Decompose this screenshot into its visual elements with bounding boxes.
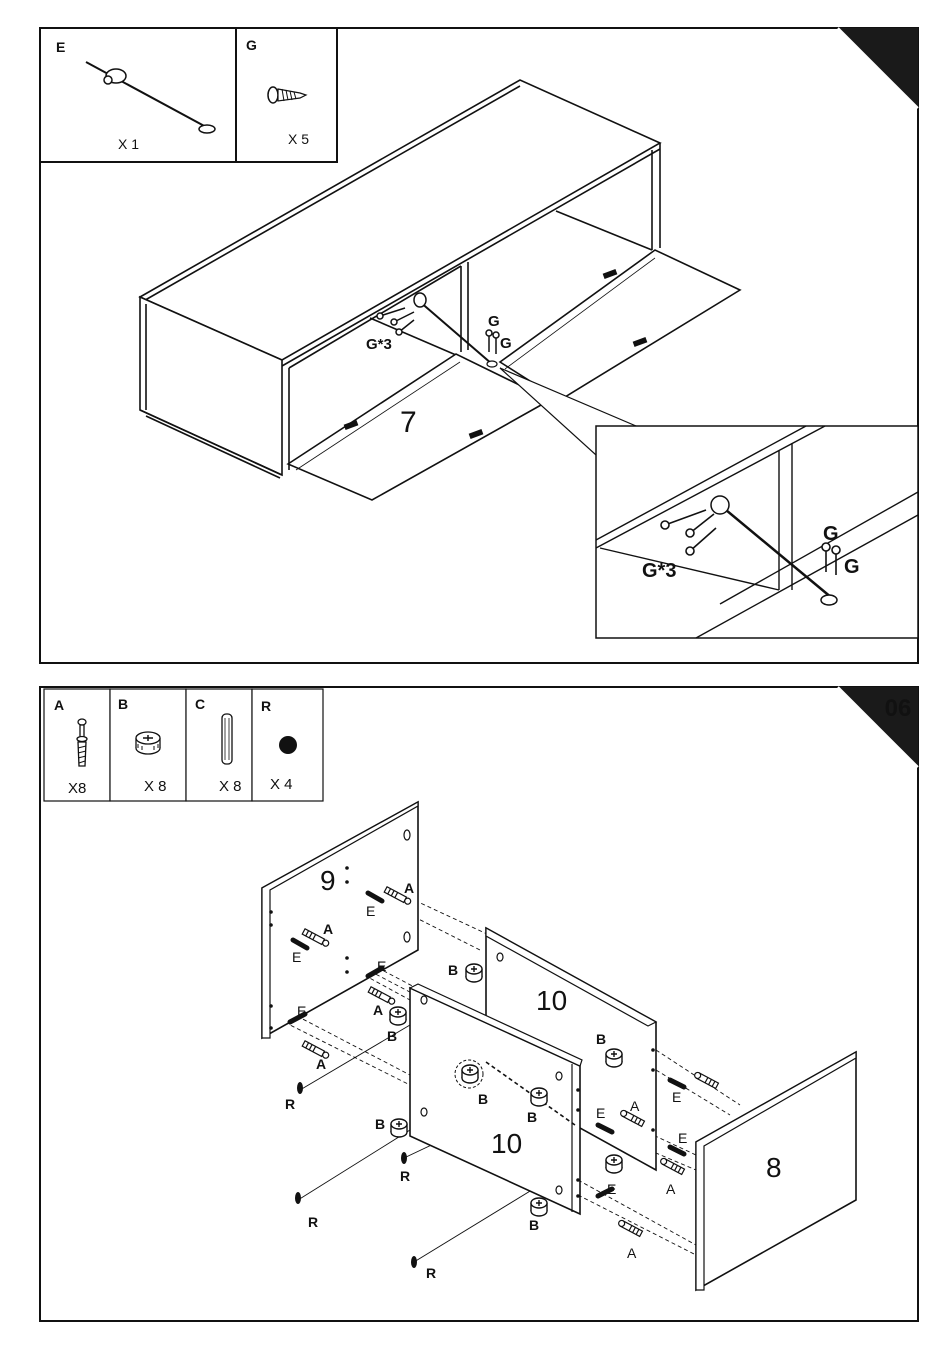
label-e: E: [292, 949, 301, 965]
panel-label-8: 8: [766, 1152, 782, 1183]
part-r-qty: X 4: [270, 776, 293, 793]
label-r: R: [285, 1096, 295, 1112]
cover-cap-icon: [279, 736, 297, 754]
label-e: E: [377, 958, 386, 974]
callout-g3: G*3: [366, 336, 392, 353]
part-c-qty: X 8: [219, 778, 242, 795]
label-e: E: [678, 1130, 687, 1146]
label-a: A: [630, 1098, 640, 1114]
label-b: B: [448, 962, 458, 978]
label-a: A: [373, 1002, 383, 1018]
label-b: B: [387, 1028, 397, 1044]
label-b: B: [596, 1031, 606, 1047]
part-c-id: C: [195, 696, 205, 712]
label-a: A: [323, 921, 333, 937]
label-e: E: [297, 1003, 306, 1019]
label-e: E: [672, 1089, 681, 1105]
label-b: B: [529, 1217, 539, 1233]
step-bottom-diagram: 06 A B C R X8 X 8 X 8 X 4: [0, 680, 950, 1353]
label-a: A: [404, 880, 414, 896]
part-b-id: B: [118, 696, 128, 712]
label-a: A: [666, 1181, 676, 1197]
wooden-dowel-icon: [222, 714, 232, 764]
label-a: A: [316, 1056, 326, 1072]
label-e: E: [607, 1181, 616, 1197]
detail-view: [596, 426, 918, 638]
step-frame-top: E X 1 G X 5: [0, 0, 950, 680]
part-r-id: R: [261, 698, 271, 714]
part-e-qty: X 1: [118, 136, 139, 152]
label-b: B: [375, 1116, 385, 1132]
part-a-id: A: [54, 697, 64, 713]
part-a-qty: X8: [68, 780, 86, 797]
part-g-id: G: [246, 37, 257, 53]
detail-callout-g-side: G: [844, 556, 860, 578]
cover-caps: [295, 1082, 417, 1268]
label-e: E: [596, 1105, 605, 1121]
label-e: E: [366, 903, 375, 919]
label-b: B: [527, 1109, 537, 1125]
label-r: R: [308, 1214, 318, 1230]
callout-g-side: G: [500, 335, 512, 352]
part-b-qty: X 8: [144, 778, 167, 795]
step-top-diagram: E X 1 G X 5: [0, 0, 950, 680]
panel-label-7: 7: [400, 406, 417, 439]
step-number-06: 06: [885, 695, 912, 722]
step-frame-bottom: 06 A B C R X8 X 8 X 8 X 4: [0, 680, 950, 1353]
label-r: R: [426, 1265, 436, 1281]
panel-label-10-front: 10: [491, 1128, 522, 1159]
cam-lock-icon: [136, 732, 160, 754]
label-r: R: [400, 1168, 410, 1184]
label-b: B: [478, 1091, 488, 1107]
detail-callout-g3: G*3: [642, 560, 676, 582]
callout-g-top: G: [488, 313, 500, 330]
label-a: A: [627, 1245, 637, 1261]
detail-callout-g-top: G: [823, 523, 839, 545]
part-g-qty: X 5: [288, 131, 309, 147]
panel-label-9: 9: [320, 865, 336, 896]
panel-label-10-back: 10: [536, 985, 567, 1016]
part-e-id: E: [56, 39, 65, 55]
